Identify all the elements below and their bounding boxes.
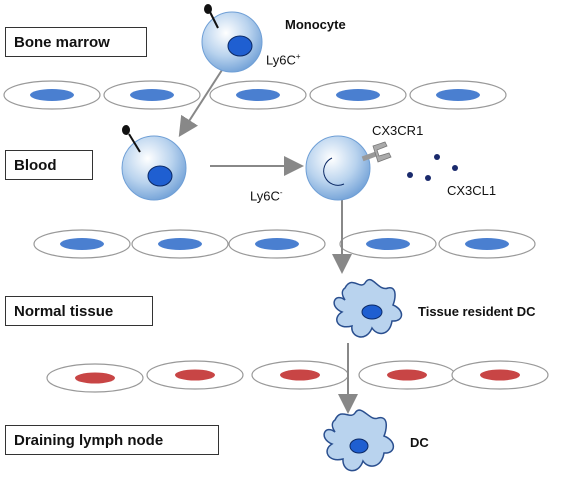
blood-monocyte-icon — [121, 125, 187, 201]
compartment-bone-marrow: Bone marrow — [5, 27, 147, 57]
endothelial-layer-bone-marrow-blood — [3, 80, 507, 110]
cx3cl1-dots — [407, 154, 458, 181]
endothelial-layer-blood-tissue — [33, 229, 536, 259]
label-ly6c-minus-sup: - — [279, 188, 283, 197]
label-ly6c-minus: Ly6C- — [250, 188, 283, 203]
label-dc: DC — [410, 435, 429, 450]
label-ly6c-plus-sup: + — [295, 52, 301, 61]
label-ly6c-minus-text: Ly6C — [250, 188, 280, 204]
compartment-blood: Blood — [5, 150, 93, 180]
arrow-marrow-to-blood — [178, 69, 223, 138]
monocyte-ly6c-minus-icon — [305, 135, 392, 201]
tissue-dc-icon — [333, 278, 403, 338]
monocyte-ly6c-plus-icon — [201, 4, 263, 73]
endothelial-layer-tissue-lymph — [46, 360, 549, 393]
label-ly6c-plus-text: Ly6C — [266, 52, 296, 68]
label-tissue-resident-dc: Tissue resident DC — [418, 304, 536, 319]
compartment-draining-lymph-node: Draining lymph node — [5, 425, 219, 455]
label-ly6c-plus: Ly6C+ — [266, 52, 301, 67]
label-cx3cr1: CX3CR1 — [372, 123, 424, 138]
lymph-dc-icon — [323, 409, 395, 472]
label-cx3cl1: CX3CL1 — [447, 183, 497, 198]
label-monocyte: Monocyte — [285, 17, 346, 32]
compartment-normal-tissue: Normal tissue — [5, 296, 153, 326]
